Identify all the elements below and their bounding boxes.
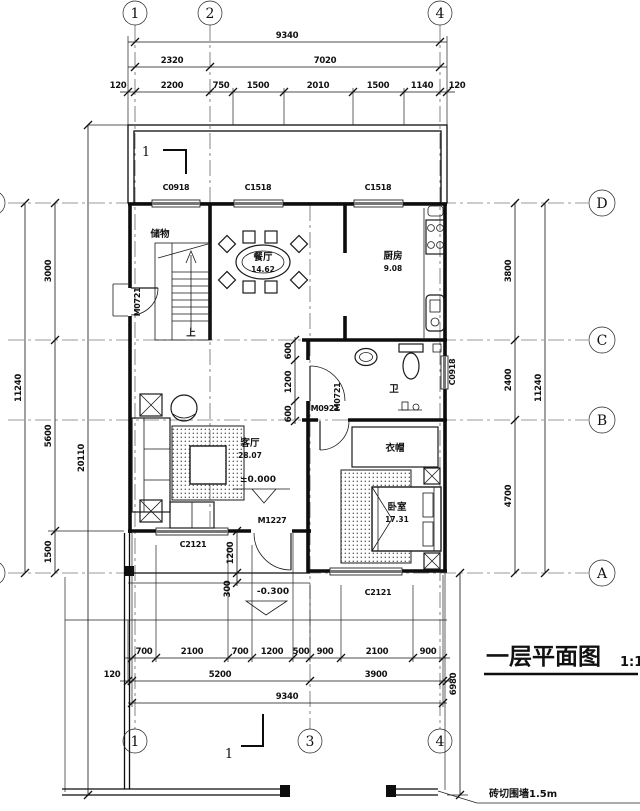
window-label-c2121-left: C2121 xyxy=(180,540,207,549)
dim-top2-0: 2320 xyxy=(161,56,184,66)
room-label-storage: 储物 xyxy=(150,228,170,240)
dim-top3-0: 120 xyxy=(110,81,127,91)
dim-top3-1: 2200 xyxy=(161,81,184,91)
axis-bubble-3-bottom: 3 xyxy=(306,734,315,750)
dim-top3-4: 2010 xyxy=(307,81,330,91)
dim-left-2: 1500 xyxy=(44,540,54,563)
dim-bot1-4: 500 xyxy=(293,647,310,657)
dim-left-1: 5600 xyxy=(44,424,54,447)
window-label-c2121-right: C2121 xyxy=(365,588,392,597)
dim-porch-1: 300 xyxy=(223,580,233,597)
room-label-bedroom: 卧室 xyxy=(387,501,407,513)
dim-bot1-1: 2100 xyxy=(181,647,204,657)
stairs-up-label: 上 xyxy=(186,327,196,339)
dim-right-1: 2400 xyxy=(504,368,514,391)
room-label-living: 客厅 xyxy=(239,437,260,449)
section-mark-bottom: 1 xyxy=(225,747,233,762)
dim-mid-1: 1200 xyxy=(284,370,294,393)
dim-bot1-5: 900 xyxy=(317,647,334,657)
dim-top3-6: 1140 xyxy=(411,81,434,91)
window-label-c1518-mid: C1518 xyxy=(245,183,272,192)
dim-mid-0: 600 xyxy=(284,342,294,359)
dim-bot2-0: 120 xyxy=(104,670,121,680)
dim-right-lower: 6980 xyxy=(449,672,459,695)
dim-left-total: 11240 xyxy=(14,374,24,402)
bathroom-fixtures xyxy=(354,343,442,411)
axis-bubble-D: D xyxy=(596,196,607,212)
dim-mid-2: 600 xyxy=(284,405,294,422)
title-block: 一层平面图 1:1 砖切围墙1.5m xyxy=(484,644,640,800)
room-area-dining: 14.62 xyxy=(251,265,275,274)
level-minus: -0.300 xyxy=(257,587,289,597)
axis-bubble-4-bottom: 4 xyxy=(436,734,445,750)
drawing-scale: 1:1 xyxy=(620,655,640,670)
room-labels: 储物 餐厅 14.62 厨房 9.08 卫 客厅 28.07 衣帽 卧室 17.… xyxy=(150,228,408,524)
dim-bot2-1: 5200 xyxy=(209,670,232,680)
room-area-living: 28.07 xyxy=(238,451,262,460)
room-label-bath: 卫 xyxy=(389,384,399,395)
living-furniture xyxy=(131,393,245,529)
kitchen-fixtures xyxy=(423,205,445,338)
door-label-m0721-bath: M0721 xyxy=(333,382,342,411)
dim-bot-total: 9340 xyxy=(276,692,299,702)
fence-note: 砖切围墙1.5m xyxy=(489,787,557,800)
section-mark-top: 1 xyxy=(142,145,150,160)
axis-bubble-A: A xyxy=(596,566,608,582)
axis-bubble-2-top: 2 xyxy=(206,6,215,22)
dim-top3-2: 750 xyxy=(213,81,230,91)
window-label-c0918-right: C0918 xyxy=(448,358,457,385)
stairs xyxy=(154,242,211,341)
dim-top-total: 9340 xyxy=(276,31,299,41)
axis-bubble-4-top: 4 xyxy=(436,6,445,22)
dim-right-2: 4700 xyxy=(504,484,514,507)
dim-bot1-7: 900 xyxy=(420,647,437,657)
axis-bubble-C: C xyxy=(597,333,608,349)
axis-bubble-1-bottom: 1 xyxy=(131,734,140,750)
room-label-dining: 餐厅 xyxy=(252,251,273,263)
dim-left-0: 3000 xyxy=(44,259,54,282)
drawing-title: 一层平面图 xyxy=(486,644,601,670)
dimension-text: 9340 2320 7020 120 2200 750 1500 2010 15… xyxy=(14,31,544,702)
dim-bot2-2: 3900 xyxy=(365,670,388,680)
dim-top2-1: 7020 xyxy=(314,56,337,66)
axis-bubble-1-top: 1 xyxy=(131,6,140,22)
dim-right-total: 11240 xyxy=(534,374,544,402)
bedroom-furniture xyxy=(340,426,442,570)
section-marks: 1 1 xyxy=(142,145,264,762)
level-marks: ±0.000 -0.300 xyxy=(233,475,290,616)
door-label-m1227: M1227 xyxy=(258,516,287,525)
dim-bot1-3: 1200 xyxy=(261,647,284,657)
windows xyxy=(151,199,449,576)
dim-bot1-6: 2100 xyxy=(366,647,389,657)
dim-top3-5: 1500 xyxy=(367,81,390,91)
dimension-lines xyxy=(20,36,550,800)
window-label-c1518-right: C1518 xyxy=(365,183,392,192)
opening-labels: C0918 C1518 C1518 M0721 M0921 M0721 C091… xyxy=(133,183,457,597)
dim-porch-0: 1200 xyxy=(226,541,236,564)
room-area-kitchen: 9.08 xyxy=(384,264,403,273)
dining-table-set xyxy=(217,230,309,294)
axis-bubbles: 1 2 4 1 3 4 D C B A xyxy=(122,0,616,754)
doors xyxy=(112,283,350,571)
dim-bot1-2: 700 xyxy=(232,647,249,657)
dim-top3-7: 120 xyxy=(449,81,466,91)
level-zero: ±0.000 xyxy=(240,475,276,485)
dim-top3-3: 1500 xyxy=(247,81,270,91)
room-label-cloak: 衣帽 xyxy=(385,442,405,454)
window-label-c0918-top: C0918 xyxy=(163,183,190,192)
axis-bubble-B: B xyxy=(597,413,607,429)
room-area-bedroom: 17.31 xyxy=(385,515,409,524)
door-label-m0921-bath: M0921 xyxy=(311,404,340,413)
door-label-m0721-storage: M0721 xyxy=(133,287,142,316)
dim-right-0: 3800 xyxy=(504,259,514,282)
dim-overall: 20110 xyxy=(77,444,87,472)
room-label-kitchen: 厨房 xyxy=(383,250,402,262)
dim-bot1-0: 700 xyxy=(136,647,153,657)
